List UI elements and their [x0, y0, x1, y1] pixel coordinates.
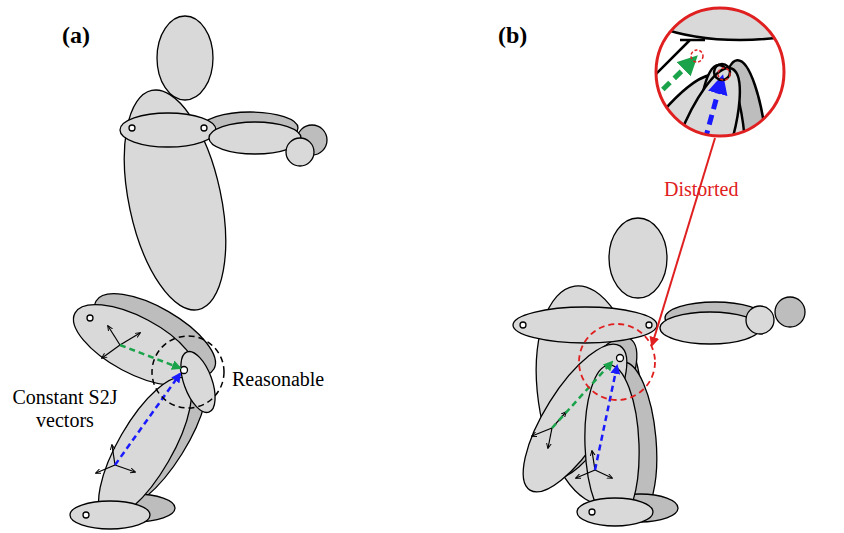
- annotation-text: Distorted: [664, 178, 774, 201]
- figure-b: [505, 0, 844, 526]
- panel-letter: (b): [498, 22, 558, 50]
- annotation-text: Reasonable: [232, 368, 352, 391]
- panel-letter: (a): [62, 22, 122, 50]
- annotation-text: Constant S2J vectors: [6, 386, 124, 432]
- figure-a: [62, 16, 327, 531]
